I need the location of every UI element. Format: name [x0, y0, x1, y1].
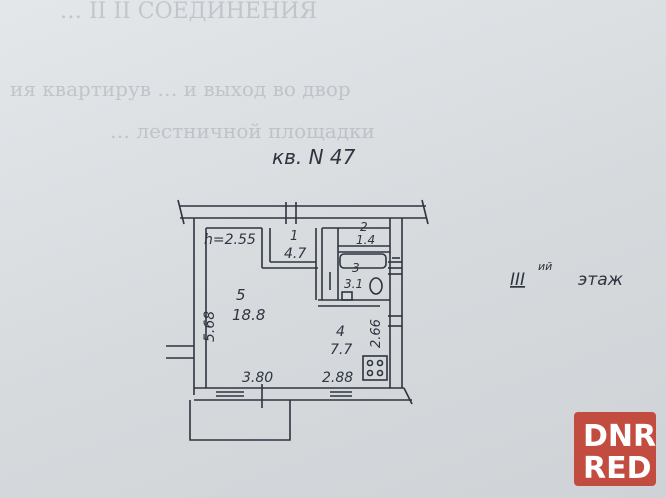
watermark-logo: DNR RED — [574, 412, 656, 486]
room-width-dimension: 3.80 — [242, 370, 273, 386]
watermark-line-2: RED — [583, 451, 652, 486]
room-2-number: 2 — [360, 220, 368, 234]
background-text-line-2: ия квартирув … и выход во двор — [10, 77, 351, 101]
room-2-area: 1.4 — [356, 233, 375, 247]
watermark-line-1: DNR — [583, 419, 656, 454]
room-3-area: 3.1 — [344, 277, 363, 291]
room-1-number: 1 — [290, 229, 298, 244]
plan-walls — [166, 199, 429, 441]
apartment-title: кв. N 47 — [272, 145, 356, 169]
room-4-number: 4 — [336, 324, 345, 340]
floor-word-label: этаж — [578, 270, 624, 290]
background-text-line-1: … II II СОЕДИНЕНИЯ — [60, 0, 317, 24]
room-length-dimension: 5.68 — [202, 311, 218, 342]
kitchen-length-dimension: 2.66 — [369, 319, 384, 348]
room-5-number: 5 — [236, 286, 246, 304]
background-text-line-3: … лестничной площадки — [110, 119, 375, 143]
floor-number-label: III — [510, 270, 525, 290]
kitchen-width-dimension: 2.88 — [322, 370, 353, 386]
ceiling-height-label: h=2.55 — [204, 232, 256, 248]
floor-number-suffix: ий — [538, 260, 552, 273]
room-5-area: 18.8 — [232, 306, 265, 324]
room-1-area: 4.7 — [284, 246, 306, 262]
room-4-area: 7.7 — [330, 342, 352, 358]
room-3-number: 3 — [352, 261, 360, 275]
